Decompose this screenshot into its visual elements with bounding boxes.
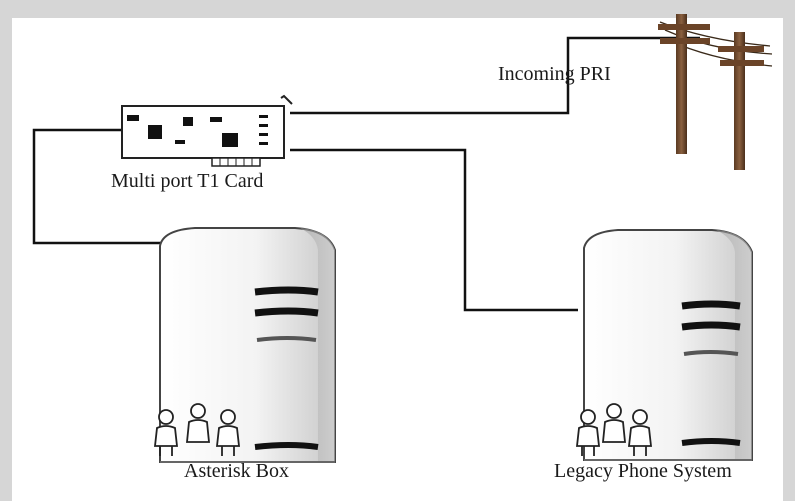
users-group-icon bbox=[575, 403, 653, 456]
t1-card-icon bbox=[121, 94, 293, 167]
server-tower-icon bbox=[583, 229, 753, 461]
utility-pole-icon bbox=[658, 14, 773, 170]
line-card-to-legacy bbox=[290, 148, 578, 312]
incoming-pri-label: Incoming PRI bbox=[498, 63, 611, 85]
users-group-icon bbox=[153, 403, 241, 456]
line-card-to-pole bbox=[290, 36, 700, 115]
line-card-to-asterisk bbox=[32, 128, 170, 245]
connection-lines bbox=[32, 36, 700, 312]
asterisk-box-label: Asterisk Box bbox=[184, 460, 289, 482]
t1-card-label: Multi port T1 Card bbox=[111, 170, 264, 192]
legacy-phone-system-label: Legacy Phone System bbox=[554, 460, 732, 482]
server-tower-icon bbox=[159, 227, 336, 463]
